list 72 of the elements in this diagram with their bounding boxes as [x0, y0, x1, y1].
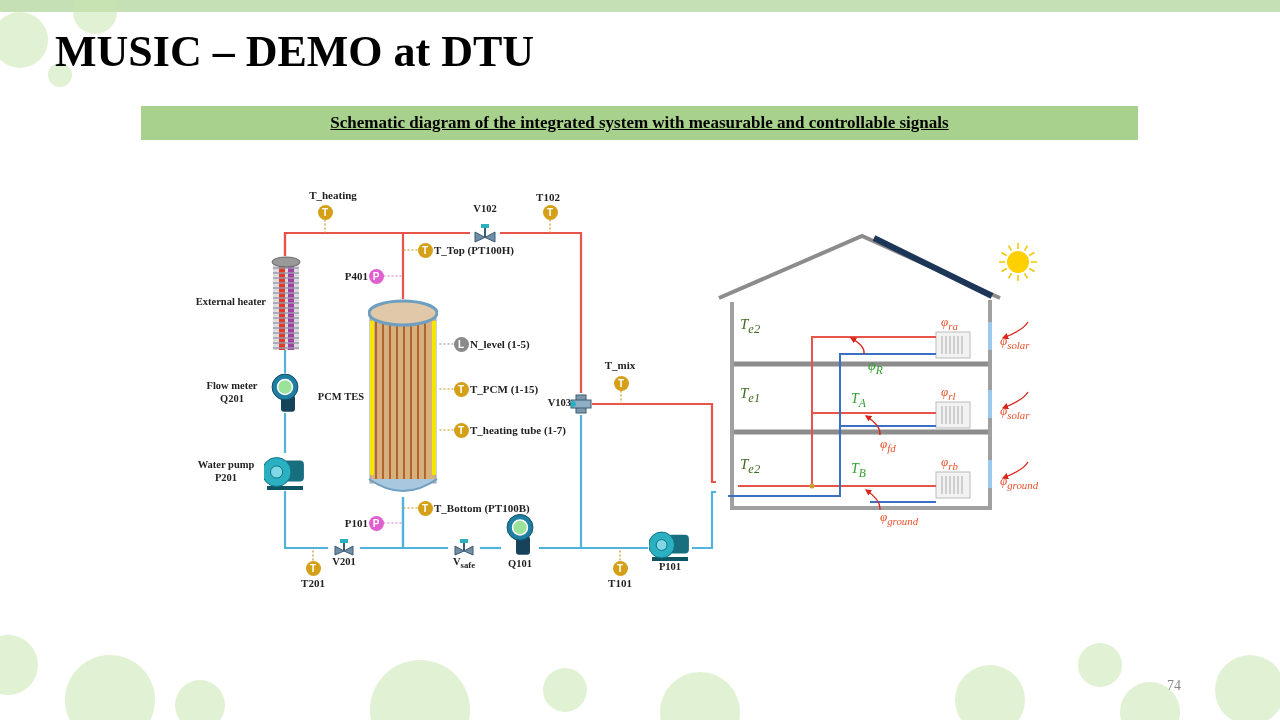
component-label: P101: [657, 561, 683, 574]
component-label: PCM TES: [316, 391, 364, 404]
symbol-label: φ$_{solar}$: [1000, 334, 1030, 352]
component-label: V201: [331, 556, 357, 569]
symbol-label: φ$_{fd}$: [880, 437, 896, 455]
symbol-label: φ$_{ground}$: [880, 510, 919, 528]
symbol-label: φ$_{ra}$: [941, 315, 958, 333]
leader-line: [324, 218, 326, 234]
symbol-label: φ$_{rb}$: [941, 455, 958, 473]
component-label: V103: [546, 397, 571, 410]
subtitle-banner: Schematic diagram of the integrated system with measurable and controllable signals: [141, 106, 1138, 140]
symbol-label: T$_{e1}$: [740, 385, 761, 406]
sensor-symbol: L: [453, 336, 469, 352]
symbol-label: T$_{e2}$: [740, 456, 761, 477]
component-label: V102: [472, 203, 498, 216]
sensor-label: T201: [301, 577, 325, 590]
sensor-label: T_heating tube (1-7): [470, 423, 566, 437]
leader-line: [619, 547, 621, 562]
component-label: External heater: [194, 296, 266, 309]
sensor-label: T_mix: [604, 359, 636, 372]
leader-line: [402, 249, 419, 251]
pipe: [500, 231, 583, 393]
leader-line: [382, 522, 404, 524]
leader-line: [312, 547, 314, 562]
leader-line: [437, 429, 455, 431]
component-label: Q101: [507, 558, 533, 571]
sensor-label: P401: [344, 269, 368, 283]
pipe: [283, 491, 328, 550]
sensor-symbol: T: [453, 422, 469, 438]
sensor-symbol: T: [417, 500, 433, 516]
symbol-label: T$_{A}$: [851, 391, 866, 411]
sensor-symbol: T: [542, 204, 558, 220]
leader-line: [620, 389, 622, 405]
sensor-symbol: T: [417, 242, 433, 258]
pipe: [692, 490, 716, 550]
pipe: [283, 350, 287, 373]
leader-line: [549, 218, 551, 234]
symbol-label: φ$_{R}$: [868, 358, 883, 378]
sensor-label: T102: [536, 191, 560, 204]
sensor-label: P101: [344, 516, 368, 530]
sensor-symbol: T: [613, 375, 629, 391]
sensor-label: T_heating: [309, 189, 357, 202]
leader-line: [437, 388, 455, 390]
sensor-symbol: P: [368, 268, 384, 284]
sensor-label: T101: [608, 577, 632, 590]
symbol-label: T$_{B}$: [851, 461, 866, 481]
pipe: [592, 402, 716, 484]
leader-line: [402, 507, 419, 509]
component-label: Water pump P201: [196, 459, 256, 485]
pipe: [283, 231, 405, 299]
symbol-label: φ$_{solar}$: [1000, 404, 1030, 422]
symbol-label: φ$_{ground}$: [1000, 474, 1039, 492]
pipe: [480, 546, 501, 550]
component-label: Flow meter Q201: [205, 380, 259, 406]
pipe: [579, 415, 648, 550]
pipe: [401, 497, 448, 550]
sensor-label: T_Top (PT100H): [434, 243, 514, 257]
symbol-label: T$_{e2}$: [740, 316, 761, 337]
leader-line: [382, 275, 404, 277]
sensor-label: T_PCM (1-15): [470, 382, 539, 396]
sensor-symbol: T: [453, 381, 469, 397]
sensor-symbol: T: [305, 560, 321, 576]
sensor-label: T_Bottom (PT100B): [434, 501, 530, 515]
sensor-label: N_level (1-5): [470, 337, 530, 351]
symbol-label: φ$_{rl}$: [941, 385, 956, 403]
page-number: 74: [1167, 678, 1181, 694]
sensor-symbol: P: [368, 515, 384, 531]
pipe: [283, 413, 287, 453]
component-label: V$_{safe}$: [451, 556, 477, 571]
sensor-symbol: T: [612, 560, 628, 576]
sensor-symbol: T: [317, 204, 333, 220]
slide-title: MUSIC – DEMO at DTU: [55, 28, 535, 77]
